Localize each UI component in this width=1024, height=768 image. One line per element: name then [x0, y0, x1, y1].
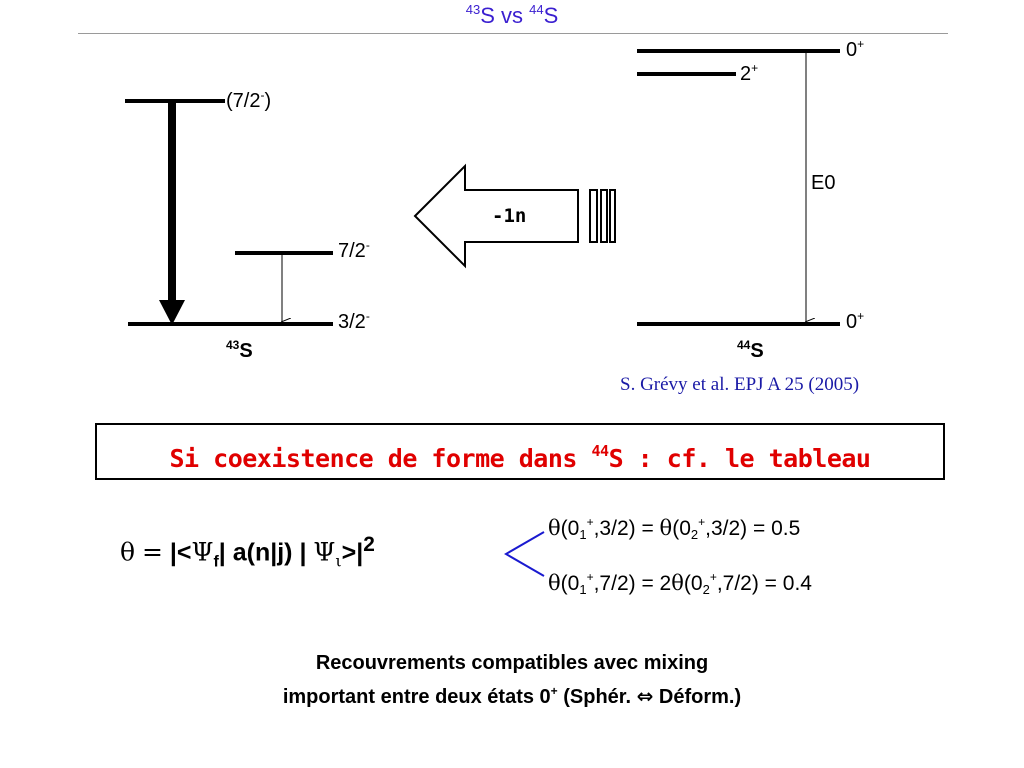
neutron-removal-arrow [413, 163, 579, 269]
nucleus-label-44s: 44S [737, 338, 764, 362]
statement-text: Si coexistence de forme dans 44S : cf. l… [169, 442, 871, 473]
overlap-formula: θ = |<Ψf| a(n|j) | Ψι>|2 [120, 533, 375, 571]
arrow-tail-bar-3 [609, 189, 616, 243]
level-label-7-2-upper: (7/2-) [226, 88, 272, 112]
arrow-tail-bar-2 [600, 189, 608, 243]
thick-transition-arrow-head [159, 300, 185, 325]
selector-bracket [504, 531, 545, 577]
arrow-label-1n: -1n [492, 205, 527, 227]
level-label-0-ground: 0+ [846, 309, 865, 333]
reference-citation: S. Grévy et al. EPJ A 25 (2005) [620, 374, 860, 395]
level-label-7-2: 7/2- [338, 238, 370, 262]
arrow-tail-bar-1 [589, 189, 598, 243]
slide-title: 43S vs 44S [465, 2, 559, 28]
title-divider [78, 33, 948, 34]
conclusion-line-1: Recouvrements compatibles avec mixing [315, 652, 709, 674]
conclusion-line-2: important entre deux états 0+ (Sphér. ⇔ … [282, 684, 742, 708]
statement-box: Si coexistence de forme dans 44S : cf. l… [95, 423, 945, 480]
equation-row-3-2: θ(01+,3/2) = θ(02+,3/2) = 0.5 [548, 515, 801, 542]
nucleus-label-43s: 43S [226, 338, 253, 362]
level-label-3-2: 3/2- [338, 309, 370, 333]
level-label-2: 2+ [740, 61, 759, 85]
level-label-0-excited: 0+ [846, 37, 865, 61]
equation-row-7-2: θ(01+,7/2) = 2θ(02+,7/2) = 0.4 [548, 570, 812, 597]
transition-label-e0: E0 [811, 172, 836, 194]
